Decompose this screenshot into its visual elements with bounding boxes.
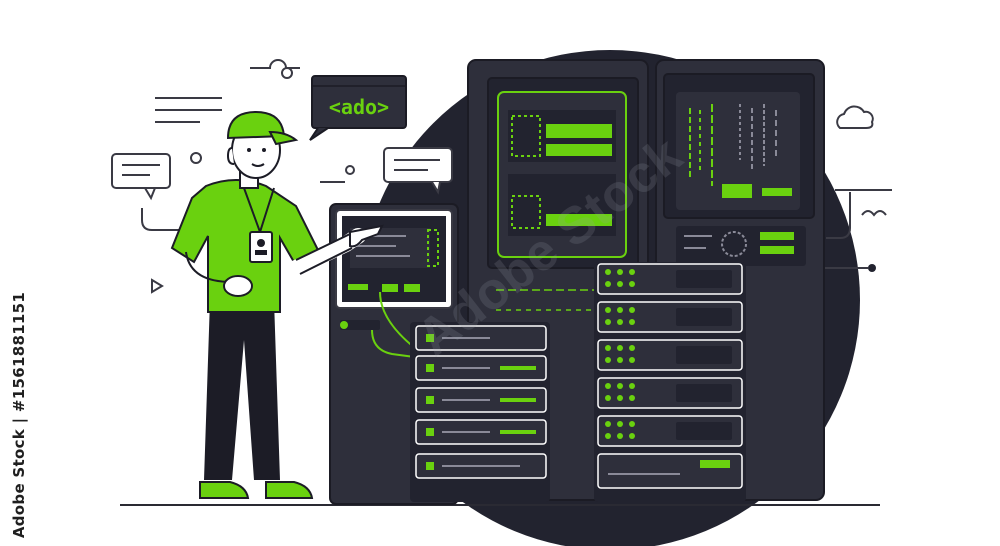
chat-bubble-icon [383, 147, 453, 195]
server-stack-left [410, 322, 550, 502]
play-icon [151, 278, 164, 294]
decor-left [111, 59, 355, 231]
technician-person [170, 110, 384, 499]
gear-icon [721, 231, 747, 257]
stock-id-text: Adobe Stock | #1561881151 [10, 291, 29, 539]
server-stack-right [594, 262, 746, 502]
node-dot [868, 264, 876, 272]
stock-id-label: Adobe Stock | #1561881151 [4, 292, 34, 538]
code-bubble: <ado> [309, 75, 407, 141]
cloud-icon [836, 105, 874, 129]
code-bubble-text: <ado> [329, 95, 389, 119]
